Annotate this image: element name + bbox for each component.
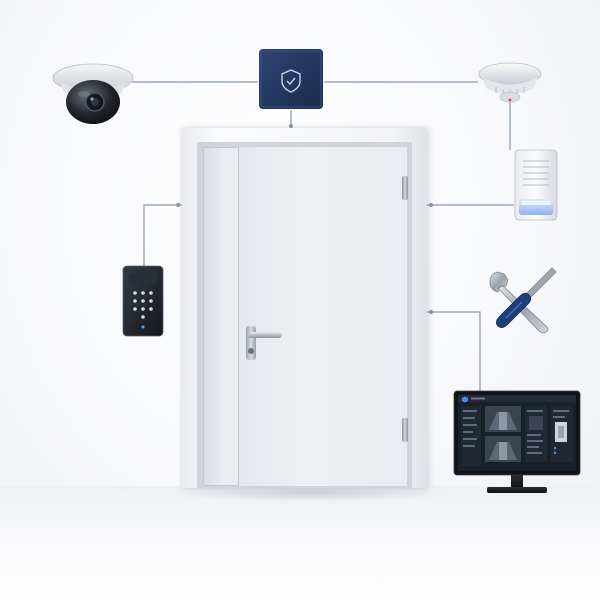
connector-node (429, 203, 433, 207)
door-handle-icon (248, 332, 282, 338)
siren-icon (514, 149, 558, 221)
door-shadow (170, 484, 450, 502)
door-hinge (402, 176, 408, 200)
monitor-icon (453, 390, 581, 493)
monitoring-workstation (453, 390, 581, 496)
wrench-screwdriver-icon (489, 267, 557, 334)
smoke-detector-icon (478, 62, 542, 103)
shield-icon (281, 69, 301, 93)
connector-node (176, 203, 180, 207)
dome-camera (50, 58, 136, 130)
screwdriver-icon (496, 267, 557, 328)
door-panel (238, 147, 407, 486)
keypad-icon (122, 265, 164, 337)
connector-node (429, 310, 433, 314)
keypad-reader (122, 265, 164, 337)
connector-keypad-door (143, 204, 182, 266)
smoke-detector (476, 60, 544, 106)
floor (0, 486, 600, 600)
door-handle-plate (246, 326, 256, 360)
access-controller (258, 48, 324, 110)
app-shield-icon (462, 396, 468, 403)
connector-door-monitor (427, 311, 481, 392)
dome-camera-icon (52, 63, 134, 124)
controller-box-icon (259, 49, 323, 109)
connector-node (289, 124, 293, 128)
keyhole-icon (248, 348, 254, 354)
maintenance-tools (486, 264, 558, 336)
siren-strobe (513, 149, 559, 221)
door-hinge (402, 418, 408, 442)
